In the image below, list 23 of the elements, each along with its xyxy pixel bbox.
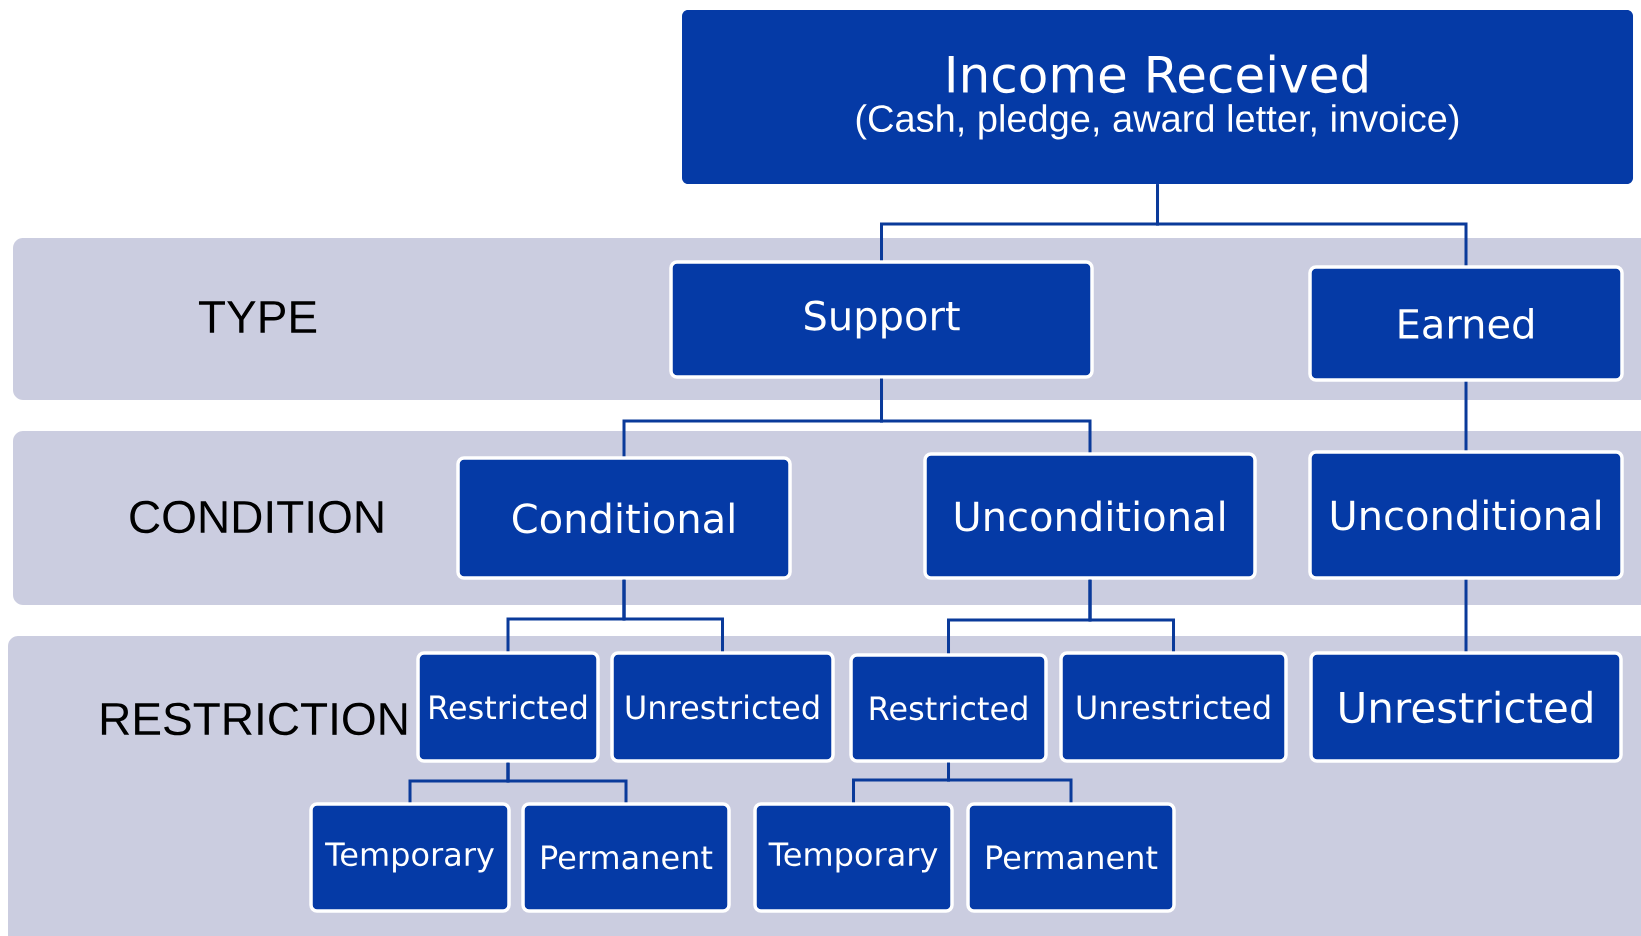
connector — [1464, 381, 1468, 451]
box: Support — [669, 260, 1094, 379]
connector — [1156, 184, 1468, 266]
box: Unconditional — [923, 452, 1257, 580]
box: Unconditional — [1308, 450, 1624, 580]
box: Restricted — [416, 651, 600, 763]
box: Income Received (Cash, pledge, award letter, invoice) — [682, 10, 1633, 184]
box: Temporary — [309, 802, 511, 913]
box: Conditional — [456, 456, 792, 580]
box: Earned — [1308, 265, 1624, 382]
connector — [1088, 579, 1175, 652]
connector — [506, 762, 628, 803]
box: Unrestricted — [1309, 651, 1623, 763]
box: Restricted — [849, 653, 1048, 763]
box: Temporary — [753, 802, 954, 913]
box: Permanent — [521, 802, 731, 913]
connector — [880, 378, 1092, 453]
box: Permanent — [966, 802, 1176, 913]
box: Unrestricted — [1059, 651, 1288, 763]
connector — [1464, 579, 1468, 652]
connector — [947, 762, 1073, 803]
connector — [622, 579, 724, 652]
box: Unrestricted — [610, 651, 835, 763]
